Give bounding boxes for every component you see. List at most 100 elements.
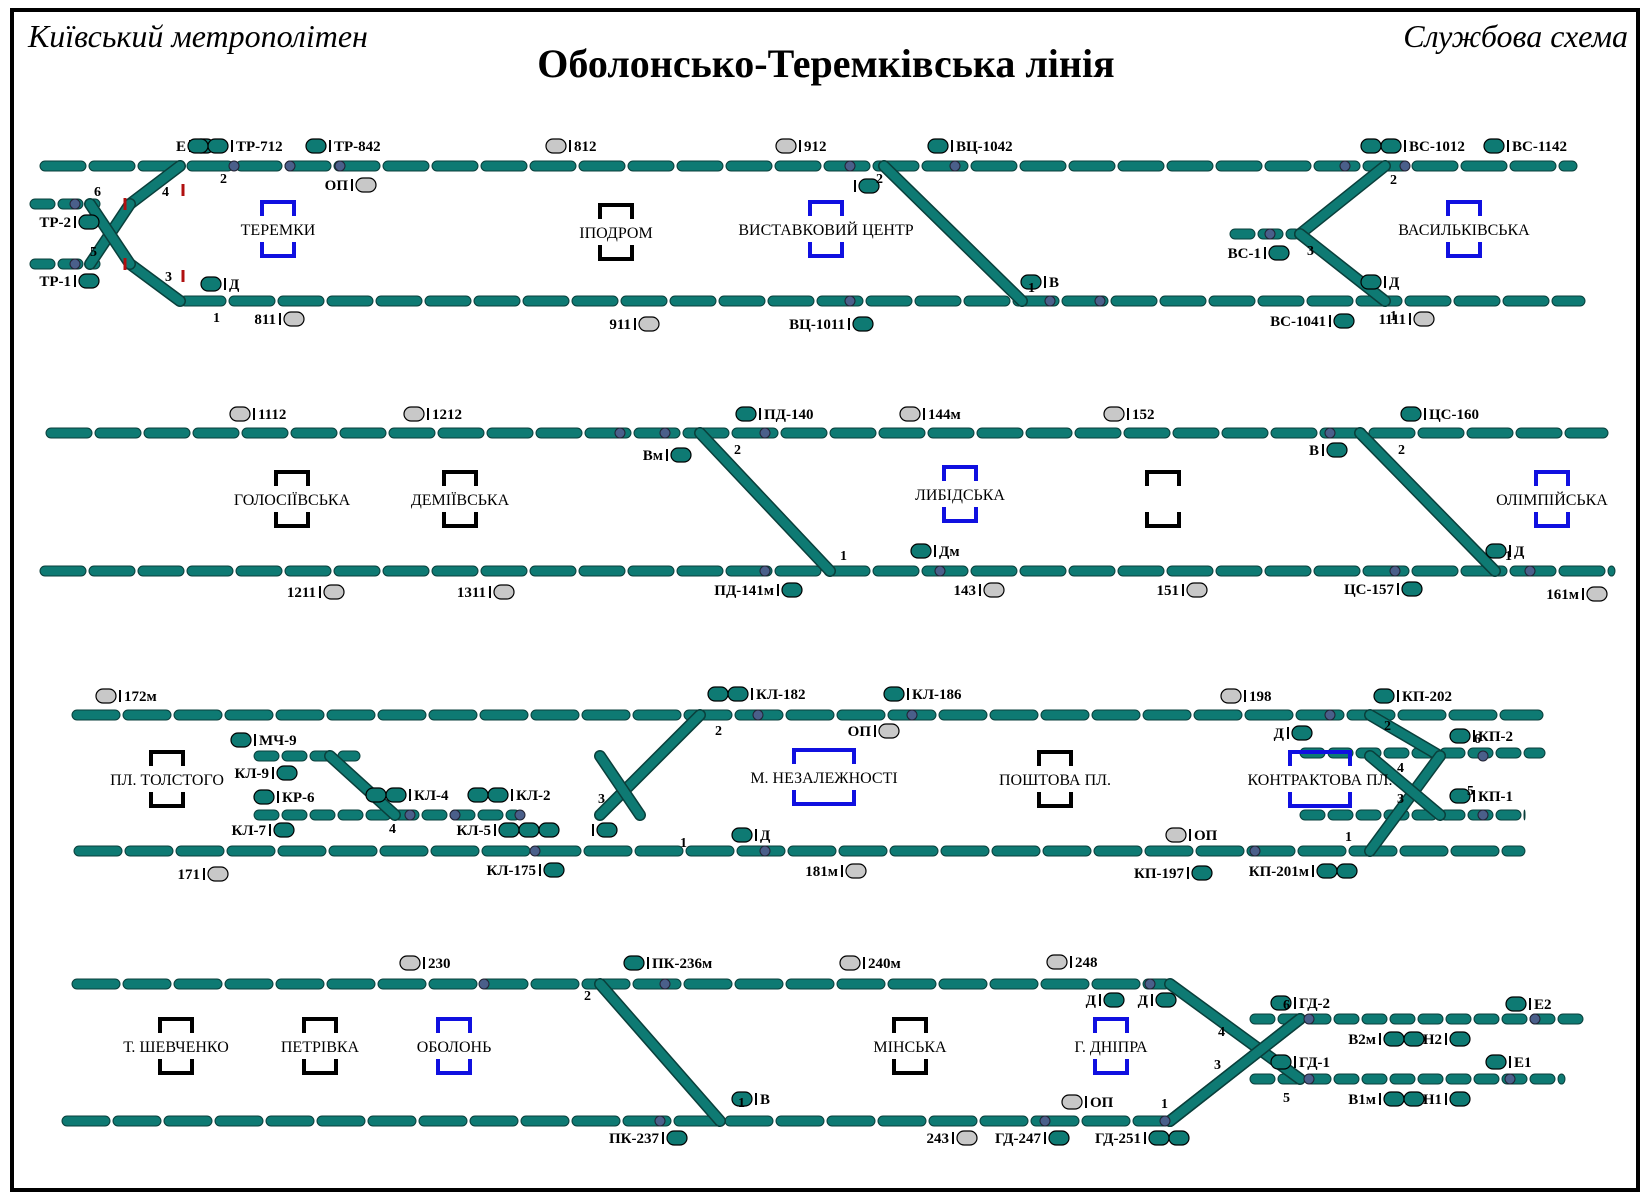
track-segment xyxy=(480,160,528,172)
scheme-type-caption: Службова схема xyxy=(1403,18,1628,54)
station-marker-bottom xyxy=(1446,242,1482,258)
station-marker-top xyxy=(260,200,296,216)
track-segment xyxy=(914,295,962,307)
switch-number: 3 xyxy=(598,792,605,807)
signal-label: КЛ-4 xyxy=(414,788,449,804)
track-segment xyxy=(479,709,529,721)
track-segment xyxy=(1208,295,1256,307)
signal-head xyxy=(365,787,387,803)
signal-head xyxy=(638,316,660,332)
signal-label: Д xyxy=(1274,726,1285,742)
track-segment xyxy=(1368,427,1416,439)
track-segment xyxy=(724,1115,774,1127)
signal-label: 1212 xyxy=(432,407,462,423)
track-segment xyxy=(39,565,87,577)
signal-head xyxy=(1316,863,1338,879)
signal-70: Е2 xyxy=(1505,996,1552,1013)
signal-40: КЛ-182 xyxy=(707,686,806,703)
signal-60: 181м xyxy=(805,863,867,880)
signal-head xyxy=(1360,138,1382,154)
track-segment xyxy=(1417,427,1465,439)
signal-label: КЛ-186 xyxy=(912,687,962,703)
station-marker-bottom xyxy=(274,512,310,528)
line-title: Оболонсько-Теремківська лінія xyxy=(537,41,1115,86)
station-1: ТЕРЕМКИ xyxy=(241,200,316,258)
signal-14: В xyxy=(1020,274,1059,291)
track-segment xyxy=(112,1115,162,1127)
station-marker-bottom xyxy=(942,507,978,523)
signal-head xyxy=(623,955,645,971)
track-joint xyxy=(69,198,81,210)
signal-label: КП-201м xyxy=(1249,864,1309,880)
track-segment xyxy=(634,845,684,857)
switch-number: 2 xyxy=(584,989,591,1004)
track-segment xyxy=(428,978,478,990)
track-segment xyxy=(1295,709,1345,721)
crossover-track xyxy=(1365,751,1445,820)
signal-label: Д xyxy=(229,277,240,293)
track-segment xyxy=(1361,1073,1388,1085)
switch-number: 1 xyxy=(1390,309,1397,324)
track-segment xyxy=(718,295,766,307)
track-joint xyxy=(284,160,296,172)
track-segment xyxy=(61,1115,111,1127)
track-segment xyxy=(253,809,280,821)
track-segment xyxy=(437,427,485,439)
signal-head xyxy=(273,822,295,838)
track-segment xyxy=(889,845,939,857)
signal-label: 911 xyxy=(609,317,631,333)
track-joint xyxy=(1477,809,1489,821)
signal-label: КЛ-182 xyxy=(756,687,806,703)
track-joint xyxy=(1324,427,1336,439)
track-segment xyxy=(731,427,779,439)
crossover-track xyxy=(695,428,835,576)
track-segment xyxy=(1144,845,1194,857)
track-segment xyxy=(235,565,283,577)
signal-label: 151 xyxy=(1157,583,1180,599)
track-segment xyxy=(620,295,668,307)
signal-23: 1212 xyxy=(403,406,462,423)
track-joint xyxy=(404,809,416,821)
switch-number: 1 xyxy=(1161,1097,1168,1112)
signal-head xyxy=(670,447,692,463)
signal-head xyxy=(355,177,377,193)
station-18: Г. ДНІПРА xyxy=(1074,1017,1148,1075)
signal-8: ВС-1142 xyxy=(1483,138,1567,155)
signal-label: ЦС-160 xyxy=(1429,407,1479,423)
track-segment xyxy=(878,427,926,439)
station-marker-bottom xyxy=(792,790,856,806)
signal-label: 198 xyxy=(1249,689,1272,705)
signal-head xyxy=(1380,138,1402,154)
signal-head xyxy=(1291,725,1313,741)
track-segment xyxy=(522,295,570,307)
station-name: М. НЕЗАЛЕЖНОСТІ xyxy=(750,770,897,787)
signal-label: 912 xyxy=(804,139,827,155)
signal-52 xyxy=(592,822,618,838)
track-joint xyxy=(844,295,856,307)
signal-29: В xyxy=(1309,442,1348,459)
track-segment xyxy=(632,709,682,721)
track-segment xyxy=(1166,160,1214,172)
signal-head xyxy=(1401,581,1423,597)
station-marker-bottom xyxy=(1093,1059,1129,1075)
track-segment xyxy=(1264,160,1312,172)
station-marker-bottom xyxy=(1037,792,1073,808)
station-marker-top xyxy=(302,1017,338,1033)
signal-head xyxy=(1168,1130,1190,1146)
switch-number: 1 xyxy=(738,1096,745,1111)
signal-10 xyxy=(854,178,880,194)
track-segment xyxy=(122,709,172,721)
signal-38: 161м xyxy=(1546,586,1608,603)
signal-55: КП-1 xyxy=(1449,788,1513,805)
signal-head xyxy=(253,789,275,805)
signal-26: 152 xyxy=(1103,406,1155,423)
track-segment xyxy=(877,1115,927,1127)
signal-head xyxy=(1586,586,1608,602)
signal-label: В xyxy=(1049,275,1059,291)
station-name: ДЕМІЇВСЬКА xyxy=(411,491,510,509)
track-segment xyxy=(1257,295,1305,307)
signal-label: Н1 xyxy=(1423,1092,1442,1108)
signal-21: 1111 xyxy=(1378,311,1435,328)
track-segment xyxy=(1019,160,1067,172)
